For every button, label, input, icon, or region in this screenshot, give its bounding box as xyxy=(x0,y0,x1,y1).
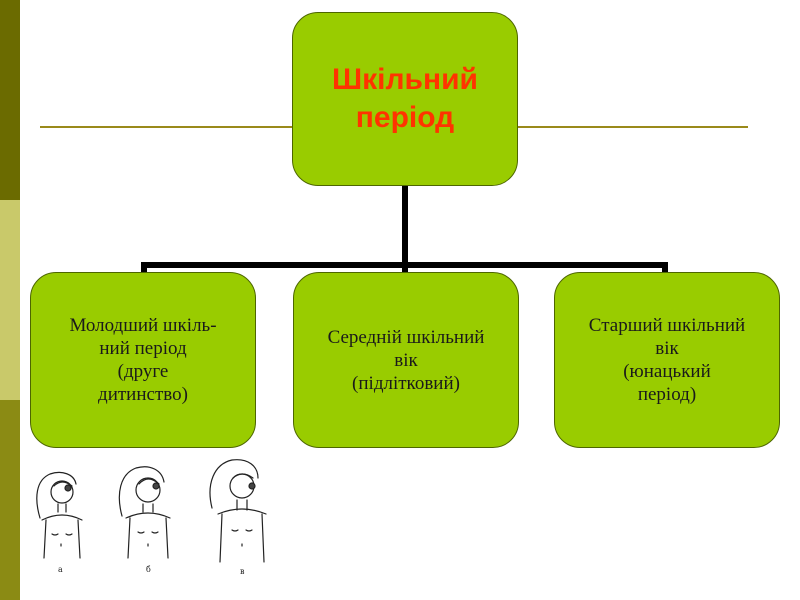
child-figure-b-icon xyxy=(119,467,170,558)
decorative-rule-left xyxy=(40,126,295,128)
child-node-senior-school: Старший шкільний вік (юнацький період) xyxy=(554,272,780,448)
root-node-label: Шкільний період xyxy=(332,61,478,137)
figure-label-a: a xyxy=(58,565,63,574)
child-node-label: Молодший шкіль- ний період (друге дитинс… xyxy=(63,314,222,406)
side-accent-olive xyxy=(0,400,20,600)
figure-label-b: б xyxy=(146,565,151,574)
child-figures-illustration: a б в xyxy=(28,458,278,578)
child-node-middle-school: Середній шкільний вік (підлітковий) xyxy=(293,272,519,448)
root-node-school-period: Шкільний період xyxy=(292,12,518,186)
child-node-junior-school: Молодший шкіль- ний період (друге дитинс… xyxy=(30,272,256,448)
child-node-label: Середній шкільний вік (підлітковий) xyxy=(322,326,491,395)
connector-vertical-root xyxy=(402,186,408,266)
figure-label-c: в xyxy=(240,567,245,576)
side-accent-light xyxy=(0,200,20,400)
child-figure-a-icon xyxy=(37,472,82,558)
child-node-label: Старший шкільний вік (юнацький період) xyxy=(583,314,751,406)
child-figure-c-icon xyxy=(210,460,266,562)
decorative-rule-right xyxy=(516,126,748,128)
side-accent-dark xyxy=(0,0,20,200)
